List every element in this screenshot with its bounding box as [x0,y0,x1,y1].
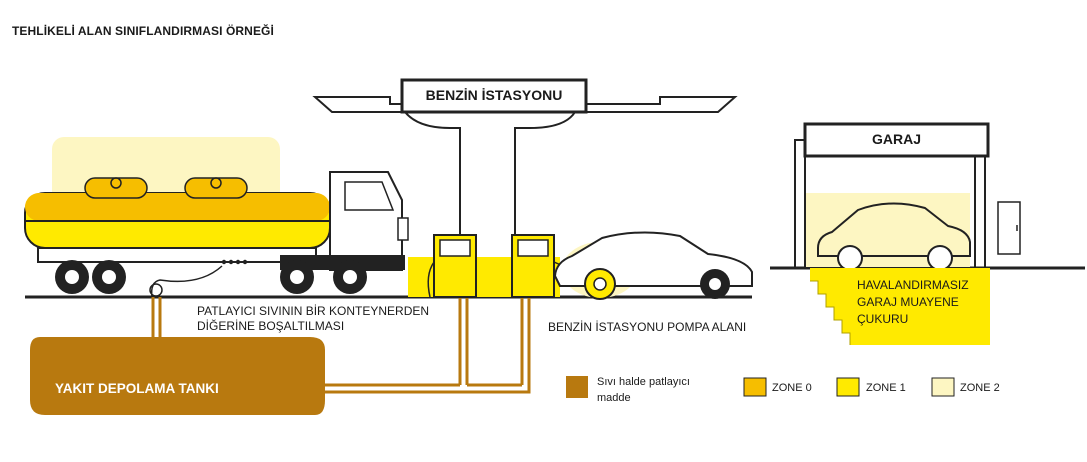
tanker-wheel [55,260,126,294]
legend-label-zone2: ZONE 2 [960,382,1000,394]
car-at-pump [553,231,753,300]
station-sign-box [400,78,588,114]
legend-swatch-zone1 [836,377,860,397]
transfer-label: PATLAYICI SIVININ BİR KONTEYNERDEN DİĞER… [197,304,430,333]
garage-sign-label: GARAJ [871,131,921,147]
garage-building [794,122,1021,269]
truck-cab [280,171,409,294]
garage-door [997,201,1021,255]
legend-label-zone1: ZONE 1 [866,382,906,394]
pit-label: HAVALANDIRMASIZ GARAJ MUAYENE ÇUKURU [857,278,969,326]
legend-swatch-liquid [566,376,588,398]
pit-steps [810,280,851,345]
hatch-icon [110,177,122,189]
legend-swatch-zone2 [931,377,955,397]
tanker-trailer [24,177,331,298]
fuel-pump [427,234,586,298]
storage-tank-label: YAKIT DEPOLAMA TANKI [55,381,219,396]
fuel-storage-tank [30,337,325,415]
page-title: TEHLİKELİ ALAN SINIFLANDIRMASI ÖRNEĞİ [12,24,274,38]
legend-swatch-zone0 [743,377,767,397]
legend-label-liquid: Sıvı halde patlayıcı madde [597,376,690,404]
garage-sign-box [803,122,990,158]
pump-area-label: BENZİN İSTASYONU POMPA ALANI [548,320,747,334]
station-canopy [312,78,738,240]
station-sign-label: BENZİN İSTASYONU [425,87,563,103]
legend-label-zone0: ZONE 0 [772,382,812,394]
inspection-pit-zone1 [810,268,990,345]
hatch-icon [210,177,222,189]
